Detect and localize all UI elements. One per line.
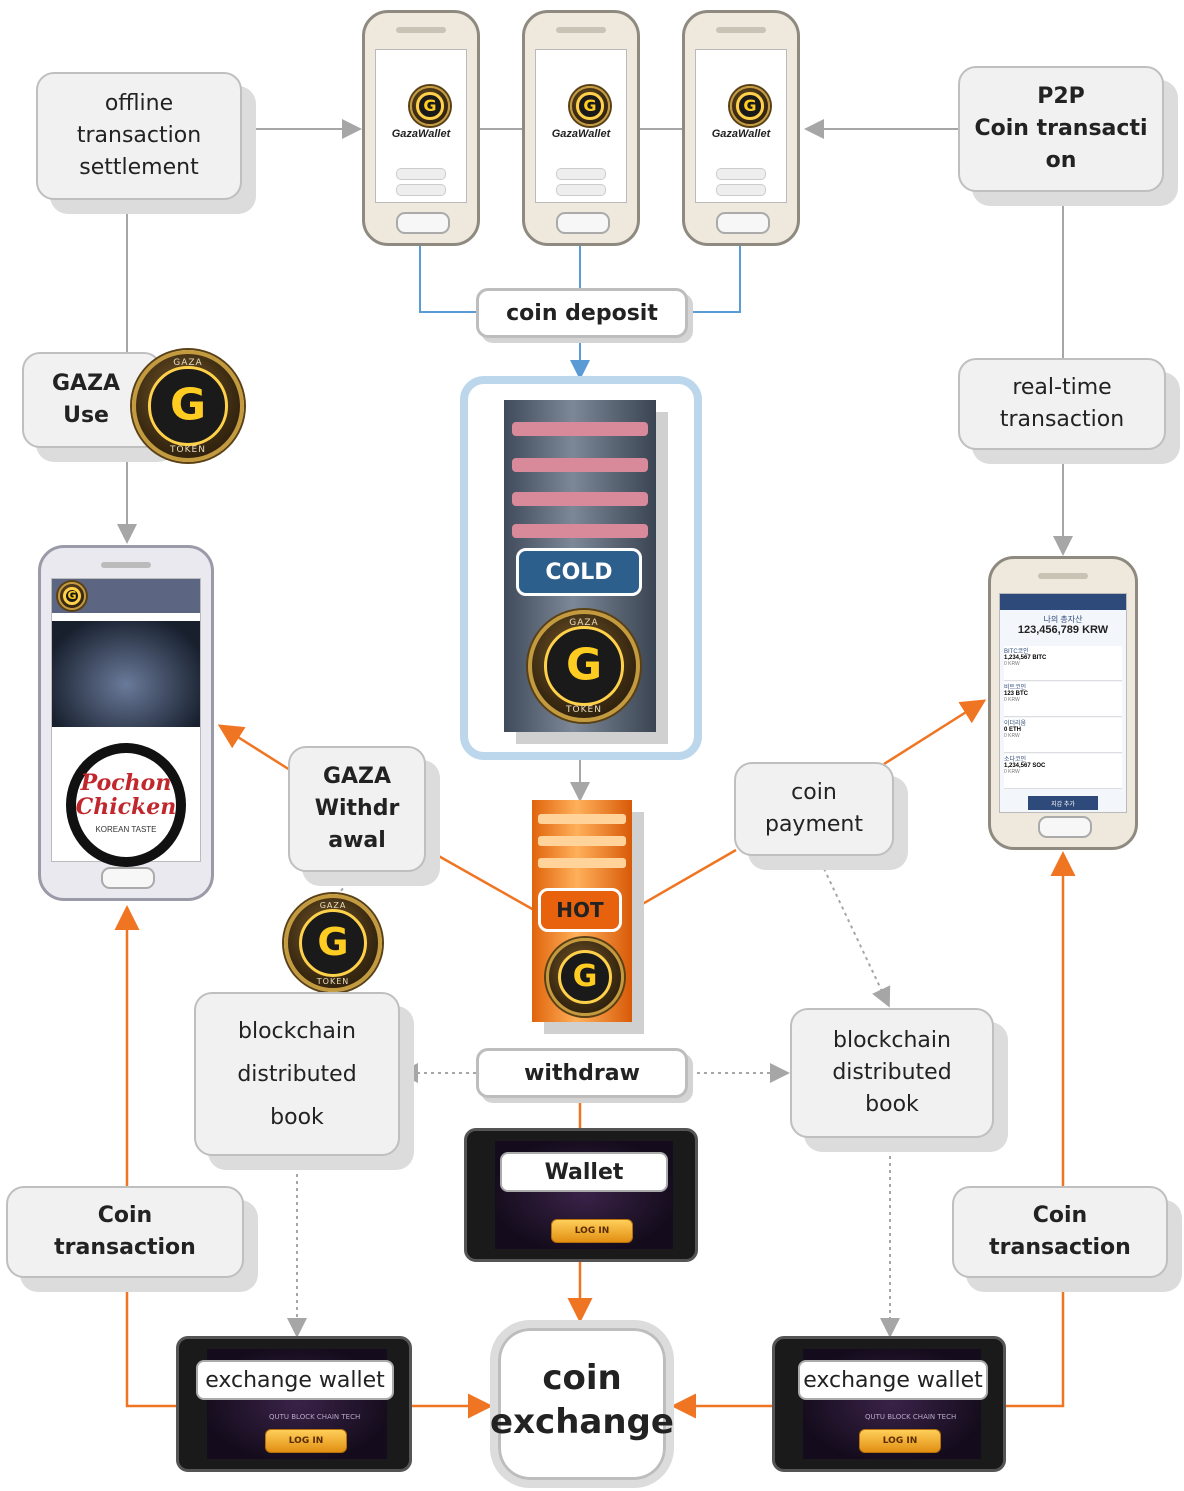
app-name: GazaWallet bbox=[391, 128, 451, 140]
restaurant-tagline: KOREAN TASTE bbox=[95, 825, 157, 834]
app-name: GazaWallet bbox=[711, 128, 771, 140]
blockchain-book-left: blockchain distributed book bbox=[194, 992, 400, 1156]
line-phone3-to-deposit bbox=[688, 246, 741, 313]
offline-settlement-box: offline transaction settlement bbox=[36, 72, 242, 200]
withdrawal-token-icon: G GAZA TOKEN bbox=[284, 894, 382, 992]
line-payment-to-blockchain-right bbox=[817, 855, 891, 1008]
coin-exchange-label: coin exchange bbox=[490, 1358, 674, 1442]
coin-payment-box: coin payment bbox=[734, 762, 894, 856]
gaza-token-icon: G GAZA TOKEN bbox=[132, 350, 244, 462]
merchant-phone: G Pochon Chicken KOREAN TASTE bbox=[38, 545, 214, 901]
coin-transaction-right: Coin transaction bbox=[952, 1186, 1168, 1278]
line-withdrawal-to-phone bbox=[217, 724, 291, 772]
total-assets-label: 나의 총자산 bbox=[1043, 615, 1083, 624]
token-icon: G bbox=[410, 86, 450, 126]
exchange-wallet-label-left: exchange wallet bbox=[196, 1360, 394, 1400]
coin-exchange-frame bbox=[490, 1320, 674, 1488]
total-assets-value: 123,456,789 KRW bbox=[1017, 624, 1109, 636]
p2p-box: P2P Coin transacti on bbox=[958, 66, 1164, 192]
cold-label: COLD bbox=[516, 548, 642, 596]
line-left-exwallet-to-phone bbox=[125, 1278, 178, 1408]
exchange-wallet-label-right: exchange wallet bbox=[798, 1360, 988, 1400]
hot-token-icon: G bbox=[546, 938, 624, 1016]
coin-transaction-left: Coin transaction bbox=[6, 1186, 244, 1278]
login-button-right: LOG IN bbox=[859, 1429, 941, 1453]
merchant-header: G bbox=[52, 579, 200, 613]
blockchain-book-right: blockchain distributed book bbox=[790, 1008, 994, 1138]
wallet-phone-3: G GazaWallet bbox=[682, 10, 800, 246]
line-hot-to-withdrawal bbox=[427, 848, 535, 912]
line-withdrawal-to-coin bbox=[339, 871, 357, 893]
token-icon: G bbox=[570, 86, 610, 126]
token-icon: G bbox=[730, 86, 770, 126]
line-hot-to-payment bbox=[631, 848, 737, 912]
line-payment-to-phone bbox=[883, 699, 987, 766]
wallet-tablet: LOG IN bbox=[464, 1128, 698, 1262]
coin-deposit-label: coin deposit bbox=[476, 288, 688, 338]
line-phone1-to-deposit bbox=[419, 246, 476, 313]
login-button-left: LOG IN bbox=[265, 1429, 347, 1453]
exchange-phone: 나의 총자산 123,456,789 KRW BITC코인 1,234,567 … bbox=[988, 556, 1138, 850]
asset-row: 소다코인 1,234,567 SOC 0 KRW bbox=[1004, 754, 1122, 789]
wallet-phone-2: G GazaWallet bbox=[522, 10, 640, 246]
asset-row: 이더리움 0 ETH 0 KRW bbox=[1004, 718, 1122, 753]
wallet-login-button: LOG IN bbox=[551, 1219, 633, 1243]
asset-row: 비트코인 123 BTC 0 KRW bbox=[1004, 682, 1122, 717]
exchange-wallet-tablet-right: QUTU BLOCK CHAIN TECH LOG IN bbox=[772, 1336, 1006, 1472]
wallet-label: Wallet bbox=[500, 1152, 668, 1192]
restaurant-name: Pochon Chicken bbox=[75, 770, 177, 820]
app-name: GazaWallet bbox=[551, 128, 611, 140]
gaza-withdrawal-box: GAZA Withdr awal bbox=[288, 746, 426, 872]
realtime-box: real-time transaction bbox=[958, 358, 1166, 450]
restaurant-logo bbox=[66, 743, 186, 867]
asset-row: BITC코인 1,234,567 BITC 0 KRW bbox=[1004, 646, 1122, 681]
line-right-exwallet-to-phone bbox=[1006, 1278, 1065, 1408]
cold-token-icon: G GAZA TOKEN bbox=[528, 610, 640, 722]
wallet-phone-1: G GazaWallet bbox=[362, 10, 480, 246]
exchange-wallet-tablet-left: QUTU BLOCK CHAIN TECH LOG IN bbox=[176, 1336, 412, 1472]
add-wallet-button: 지갑 추가 bbox=[1028, 796, 1098, 810]
stage-photo bbox=[52, 621, 200, 727]
hot-label: HOT bbox=[538, 888, 622, 932]
withdraw-label: withdraw bbox=[476, 1048, 688, 1098]
